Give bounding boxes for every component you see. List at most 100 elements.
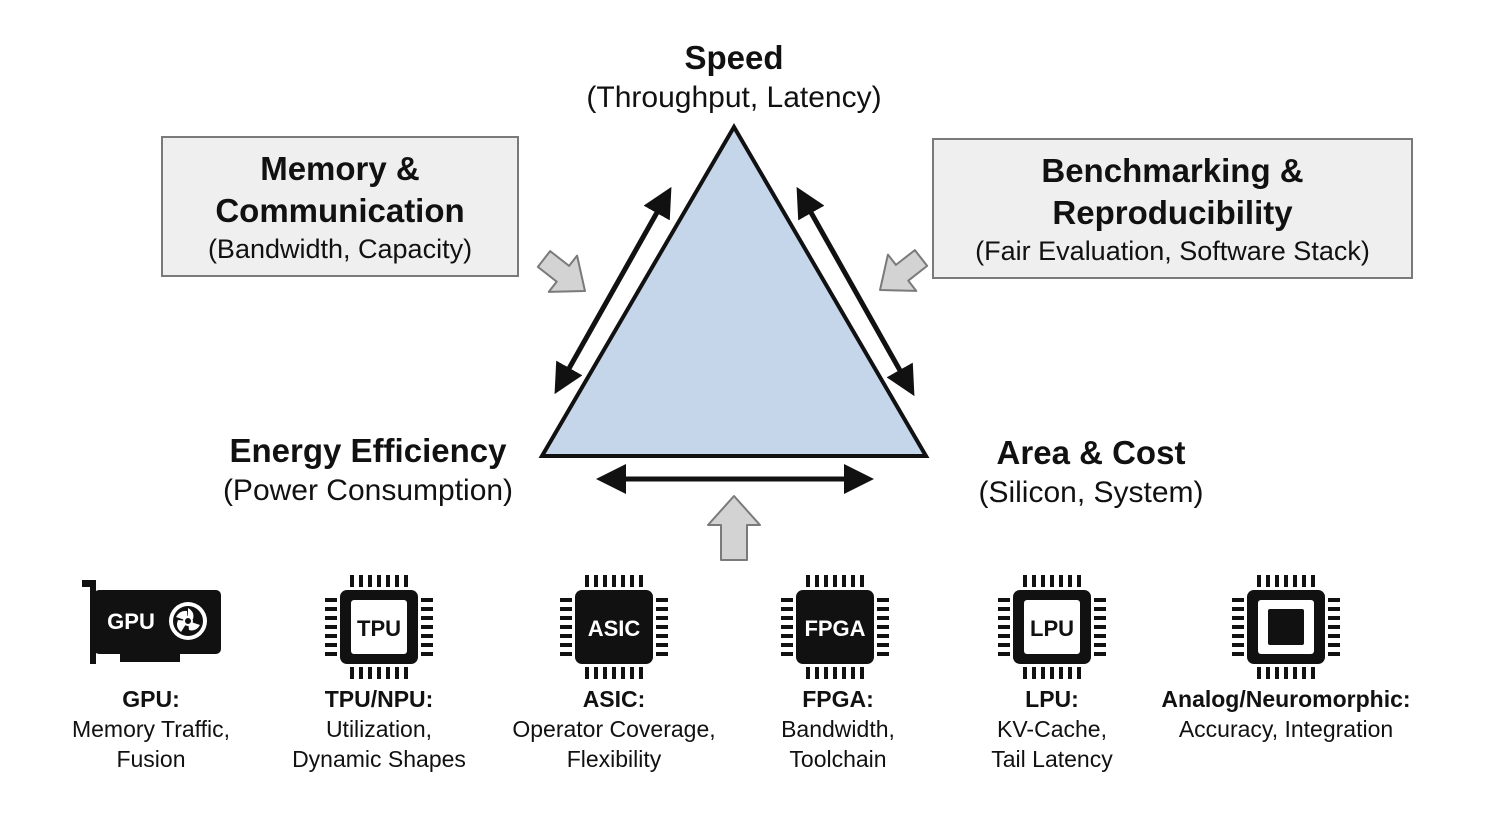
fpga-caption-line2: Toolchain (789, 746, 887, 772)
chip-pin (998, 643, 1010, 647)
chip-pin (1302, 575, 1306, 587)
chip-pin (325, 625, 337, 629)
chip-pin (368, 575, 372, 587)
benchmarking-influence-arrow (879, 249, 929, 292)
chip-pin (1284, 575, 1288, 587)
chip-pin (421, 625, 433, 629)
chip-pin (824, 575, 828, 587)
speed-energy-tradeoff-arrow (554, 186, 672, 395)
chip-pin (877, 634, 889, 638)
chip-pin (877, 616, 889, 620)
chip-pin (560, 616, 572, 620)
chip-pin (404, 575, 408, 587)
chip-pin (630, 667, 634, 679)
memory-influence-arrow (536, 250, 586, 293)
speed-vertex-label: Speed (Throughput, Latency) (534, 38, 934, 118)
chip-pin (560, 634, 572, 638)
chip-pin (639, 667, 643, 679)
asic-caption-line2: Flexibility (566, 746, 662, 772)
svg-text:LPU: LPU (1030, 616, 1074, 641)
speed-title: Speed (684, 39, 784, 76)
chip-pin (851, 575, 855, 587)
neuromorphic-caption-line1: Accuracy, Integration (1178, 716, 1394, 742)
chip-pin (1328, 607, 1340, 611)
chip-pin (421, 607, 433, 611)
chip-pin (806, 575, 810, 587)
svg-text:ASIC: ASIC (588, 616, 641, 641)
chip-pin (842, 575, 846, 587)
benchmarking-box-title-line2: Reproducibility (1052, 193, 1293, 231)
chip-pin (325, 634, 337, 638)
chip-pin (1077, 667, 1081, 679)
chip-pin (1094, 634, 1106, 638)
lpu-caption: LPU: KV-Cache, Tail Latency (957, 684, 1147, 774)
chip-pin (1266, 575, 1270, 587)
chip-pin (1232, 616, 1244, 620)
chip-pin (1094, 616, 1106, 620)
chip-pin (851, 667, 855, 679)
chip-pin (1293, 575, 1297, 587)
asic-caption: ASIC: Operator Coverage, Flexibility (494, 684, 734, 774)
chip-pin (325, 598, 337, 602)
chip-pin (1032, 667, 1036, 679)
fpga-caption-line1: Bandwidth, (781, 716, 895, 742)
tpu-caption-line1: Utilization, (325, 716, 433, 742)
chip-pin (377, 575, 381, 587)
chip-pin (1328, 634, 1340, 638)
chip-pin (781, 598, 793, 602)
chip-pin (1050, 667, 1054, 679)
chip-pin (1284, 667, 1288, 679)
chip-pin (1050, 575, 1054, 587)
chip-pin (1275, 667, 1279, 679)
chip-pin (1232, 652, 1244, 656)
chip-pin (585, 667, 589, 679)
chip-pin (1232, 607, 1244, 611)
chip-pin (1311, 575, 1315, 587)
speed-subtitle: (Throughput, Latency) (586, 81, 882, 114)
chip-pin (1041, 667, 1045, 679)
chip-pin (325, 643, 337, 647)
memory-box-subtitle: (Bandwidth, Capacity) (207, 233, 473, 264)
chip-pin (998, 598, 1010, 602)
chip-pin (1328, 616, 1340, 620)
svg-text:FPGA: FPGA (804, 616, 865, 641)
chip-pin (560, 652, 572, 656)
benchmarking-box-title-line1: Benchmarking & (1041, 151, 1304, 189)
chip-pin (656, 625, 668, 629)
chip-pin (1232, 625, 1244, 629)
chip-pin (350, 667, 354, 679)
chip-pin (1302, 667, 1306, 679)
speed-area-tradeoff-arrow (796, 186, 915, 397)
chip-pin (781, 616, 793, 620)
chip-pin (612, 575, 616, 587)
tpu-caption-line2: Dynamic Shapes (292, 746, 466, 772)
chip-pin (368, 667, 372, 679)
neuromorphic-chip-icon (1232, 575, 1340, 679)
chip-pin (833, 575, 837, 587)
fpga-caption: FPGA: Bandwidth, Toolchain (738, 684, 938, 774)
chip-pin (656, 598, 668, 602)
chip-pin (1094, 607, 1106, 611)
chip-pin (1257, 667, 1261, 679)
benchmarking-reproducibility-box: Benchmarking & Reproducibility (Fair Eva… (932, 138, 1413, 279)
chip-pin (377, 667, 381, 679)
neuromorphic-caption: Analog/Neuromorphic: Accuracy, Integrati… (1146, 684, 1426, 744)
chip-pin (1094, 643, 1106, 647)
chip-pin (1077, 575, 1081, 587)
chip-pin (656, 652, 668, 656)
chip-pin (1328, 625, 1340, 629)
tradeoff-triangle (538, 123, 930, 458)
chip-pin (1275, 575, 1279, 587)
chip-pin (1232, 634, 1244, 638)
energy-subtitle: (Power Consumption) (222, 474, 514, 507)
chip-pin (386, 575, 390, 587)
chip-pin (1328, 652, 1340, 656)
chip-pin (421, 652, 433, 656)
chip-pin (877, 598, 889, 602)
lpu-caption-name: LPU: (1025, 686, 1079, 712)
chip-pin (877, 652, 889, 656)
chip-pin (1068, 575, 1072, 587)
chip-pin (594, 575, 598, 587)
chip-pin (656, 634, 668, 638)
